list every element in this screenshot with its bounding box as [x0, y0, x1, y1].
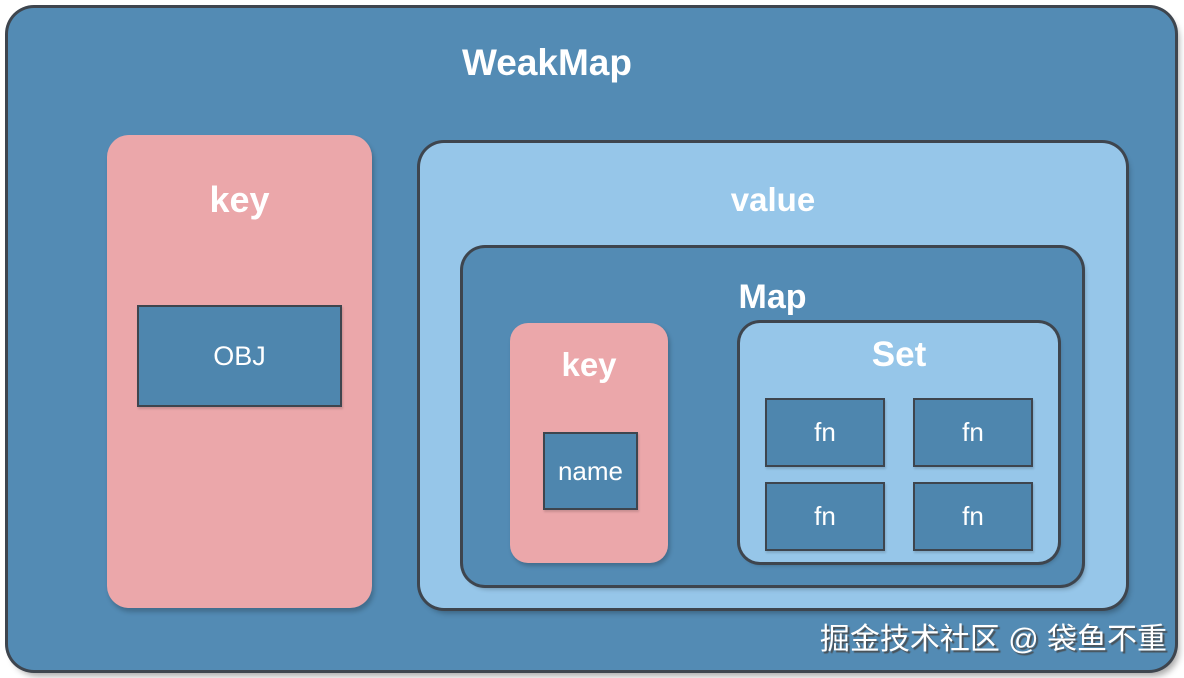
set-panel-label: Set: [871, 335, 927, 374]
fn-box: fn: [765, 482, 885, 551]
fn-grid: fn fn fn fn: [765, 398, 1033, 551]
key-panel-label: key: [209, 179, 270, 220]
key-panel: key OBJ: [107, 135, 372, 608]
weakmap-title: WeakMap: [462, 42, 632, 83]
value-panel-label: value: [730, 181, 816, 218]
fn-box: fn: [765, 398, 885, 467]
fn-box: fn: [913, 398, 1033, 467]
map-key-panel-label: key: [561, 346, 617, 383]
set-panel: Set fn fn fn fn: [740, 323, 1058, 562]
map-panel: Map key name Set fn fn fn fn: [463, 248, 1082, 585]
watermark: 掘金技术社区 @ 袋鱼不重: [819, 623, 1167, 656]
value-panel: value Map key name Set fn fn fn fn: [420, 143, 1126, 608]
fn-box: fn: [913, 482, 1033, 551]
weakmap-container: WeakMap key OBJ value Map key name Set: [8, 8, 1175, 670]
obj-box: OBJ: [137, 305, 342, 407]
name-box: name: [543, 432, 638, 510]
map-key-panel: key name: [510, 323, 668, 563]
map-panel-label: Map: [738, 278, 807, 316]
